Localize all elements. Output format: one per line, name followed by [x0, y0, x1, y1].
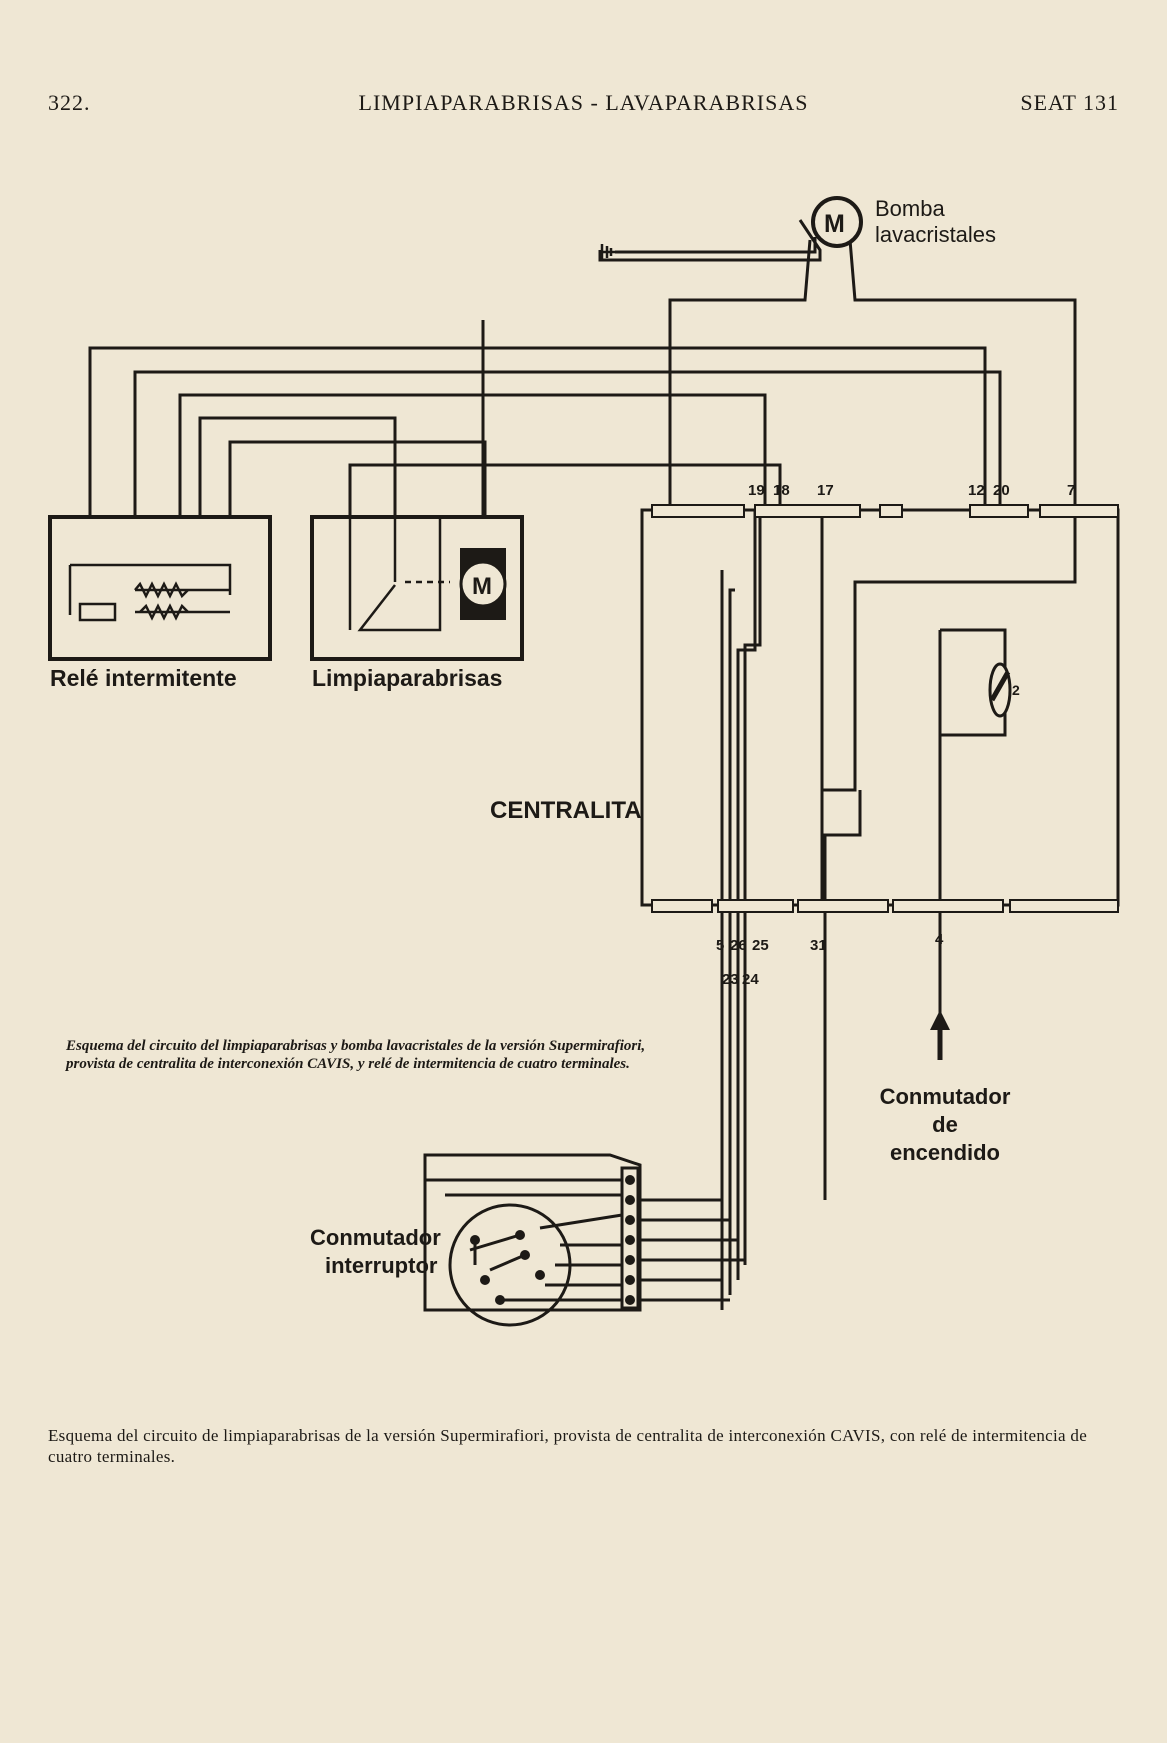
pump-motor: M Bomba lavacristales — [600, 196, 996, 260]
page-title: LIMPIAPARABRISAS - LAVAPARABRISAS — [358, 90, 809, 115]
ignition-label-line1: Conmutador — [880, 1084, 1011, 1109]
terminal-25: 25 — [752, 937, 769, 954]
pump-motor-symbol: M — [824, 210, 845, 238]
relay-box: Relé intermitente — [48, 515, 272, 691]
figure-caption-italic: Esquema del circuito del limpiaparabrisa… — [66, 1038, 646, 1072]
terminal-18: 18 — [773, 482, 790, 499]
pump-label-line2: lavacristales — [875, 222, 996, 247]
fuse-2: 2 — [988, 662, 1020, 718]
car-model: SEAT 131 — [1020, 90, 1119, 115]
terminal-24: 24 — [742, 971, 759, 988]
page-header: 322. LIMPIAPARABRISAS - LAVAPARABRISAS S… — [48, 90, 1119, 120]
wiper-motor-symbol: M — [472, 573, 492, 600]
central-label: CENTRALITA — [490, 797, 642, 824]
figure-caption: Esquema del circuito de limpiaparabrisas… — [48, 1426, 1088, 1466]
page-number: 322. — [48, 90, 91, 115]
switch-label-line1: Conmutador — [310, 1225, 441, 1250]
wires — [88, 219, 1120, 1310]
wiper-switch: Conmutador interruptor — [310, 1153, 745, 1327]
ignition-label-line2: de — [932, 1112, 958, 1137]
switch-label-line2: interruptor — [325, 1253, 438, 1278]
wiper-label: Limpiaparabrisas — [312, 665, 502, 691]
terminal-7: 7 — [1067, 482, 1075, 499]
terminal-23: 23 — [722, 971, 739, 988]
terminal-numbers: 19 18 17 12 20 7 5 26 25 31 4 23 24 — [716, 482, 1075, 988]
terminal-4: 4 — [935, 931, 944, 948]
ignition-switch-pointer: Conmutador de encendido — [880, 1010, 1011, 1165]
pump-label-line1: Bomba — [875, 196, 945, 221]
ground-icon — [600, 244, 615, 260]
terminal-5: 5 — [716, 937, 724, 954]
centralita-connectors — [651, 504, 1119, 913]
terminal-12: 12 — [968, 482, 985, 499]
fuse-number: 2 — [1012, 682, 1020, 698]
terminal-19: 19 — [748, 482, 765, 499]
ignition-label-line3: encendido — [890, 1140, 1000, 1165]
terminal-31: 31 — [810, 937, 827, 954]
terminal-17: 17 — [817, 482, 834, 499]
terminal-20: 20 — [993, 482, 1010, 499]
relay-label: Relé intermitente — [50, 665, 237, 691]
wiper-box: M Limpiaparabrisas — [310, 515, 524, 691]
terminal-26: 26 — [730, 937, 747, 954]
